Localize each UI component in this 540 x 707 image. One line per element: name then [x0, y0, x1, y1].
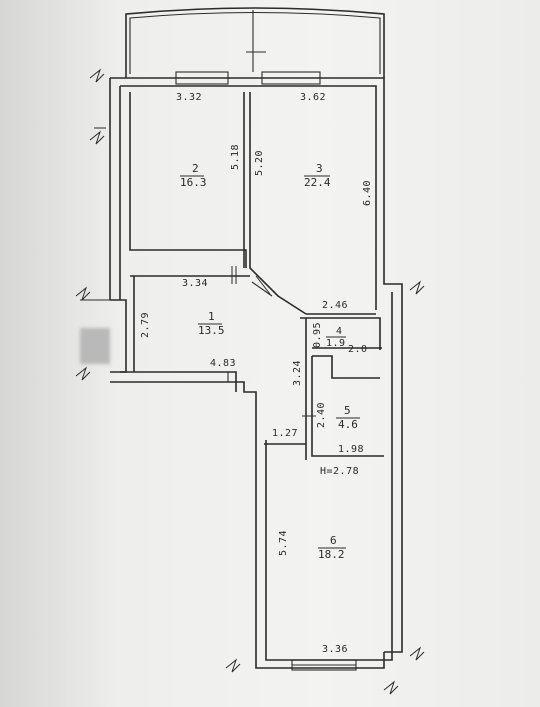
dim-room3-width: 3.62: [300, 92, 326, 103]
redacted-stamp: [80, 328, 110, 364]
room-1-number: 1: [208, 310, 215, 323]
dimension-labels: 3.32 3.62 5.18 5.20 6.40 3.34 2.79 4.83 …: [140, 92, 373, 655]
room-3-area: 22.4: [304, 176, 331, 189]
room-4-area: 1.9: [326, 338, 346, 349]
room-1-area: 13.5: [198, 324, 225, 337]
dim-room4-height: 0.95: [312, 322, 323, 348]
dim-corridor-top: 2.46: [322, 300, 348, 311]
dim-room2-length: 5.18: [230, 144, 241, 170]
room-5-area: 4.6: [338, 418, 358, 431]
dim-ceiling-height: H=2.78: [320, 466, 359, 477]
dim-room1-bottom: 4.83: [210, 358, 236, 369]
room-labels: 2 16.3 3 22.4 1 13.5 4 1.9 5 4.6 6 18.2: [180, 162, 360, 561]
windows: [175, 71, 357, 671]
dim-room3-left-length: 5.20: [254, 150, 265, 176]
room-4-number: 4: [336, 326, 343, 337]
dim-room4-width: 2.0: [348, 344, 368, 355]
dim-room6-width: 3.36: [322, 644, 348, 655]
room-2-area: 16.3: [180, 176, 207, 189]
interior-walls: [129, 92, 384, 460]
room-6-number: 6: [330, 534, 337, 547]
dim-hall-length: 3.24: [292, 360, 303, 386]
dim-room1-top: 3.34: [182, 278, 208, 289]
room-3-number: 3: [316, 162, 323, 175]
dim-room5-height: 2.40: [316, 402, 327, 428]
dim-passage-width: 1.27: [272, 428, 298, 439]
dim-room1-height: 2.79: [140, 312, 151, 338]
balcony: [125, 7, 385, 78]
room-2-number: 2: [192, 162, 199, 175]
room-5-number: 5: [344, 404, 351, 417]
exterior-walls: [109, 77, 403, 669]
break-marks: [75, 68, 425, 695]
dim-room5-width: 1.98: [338, 444, 364, 455]
dim-room3-right-length: 6.40: [362, 180, 373, 206]
dim-room2-width: 3.32: [176, 92, 202, 103]
dim-room6-length: 5.74: [278, 530, 289, 556]
room-6-area: 18.2: [318, 548, 345, 561]
